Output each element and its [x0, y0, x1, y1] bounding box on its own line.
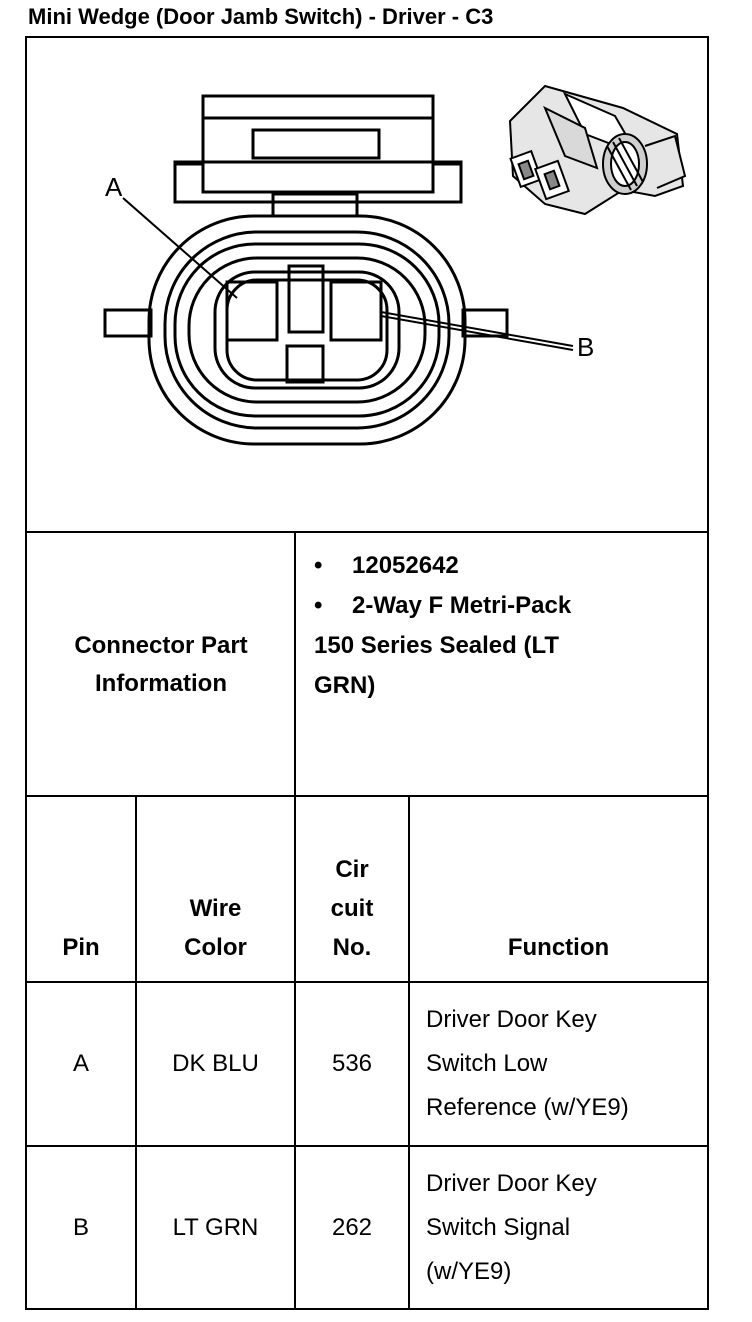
bullet-icon: •: [314, 552, 323, 579]
header-circuit-no: Cir cuit No.: [330, 856, 374, 961]
header-pin: Pin: [62, 934, 100, 961]
header-function: Function: [507, 934, 610, 961]
description-line3: GRN): [314, 672, 376, 699]
connector-info-label-line1: Connector Part: [74, 632, 248, 659]
divider-col-3: [408, 796, 410, 1310]
callout-a-leader: [122, 197, 238, 299]
callout-a-label: A: [105, 172, 123, 202]
pin-b-cavity: [329, 280, 383, 342]
connector-diagram: A B: [103, 84, 687, 446]
divider-figure: [25, 531, 709, 533]
center-key-bottom: [285, 344, 325, 384]
callout-b-leader: [380, 311, 574, 347]
divider-info: [294, 532, 296, 796]
divider-header: [25, 981, 709, 983]
description-line1: 2-Way F Metri-Pack: [352, 592, 572, 619]
row-a-circuit: 536: [331, 1050, 373, 1077]
divider-col-2: [294, 796, 296, 1310]
description-line2: 150 Series Sealed (LT: [314, 632, 560, 659]
latch-window: [251, 128, 381, 160]
row-b-wire-color: LT GRN: [172, 1213, 259, 1241]
pin-a-cavity: [225, 280, 279, 342]
connector-info-label: Connector Part Information: [27, 534, 295, 796]
row-a-pin: A: [72, 1050, 89, 1077]
connector-info-details: • 12052642 • 2-Way F Metri-Pack 150 Seri…: [314, 546, 704, 706]
part-number-item: • 12052642: [314, 546, 704, 586]
row-b-pin: B: [72, 1213, 89, 1241]
description-item: • 2-Way F Metri-Pack: [314, 586, 704, 626]
connector-latch: [201, 94, 435, 194]
row-b-function: Driver Door Key Switch Signal (w/YE9): [426, 1169, 597, 1285]
divider-row-1: [25, 1145, 709, 1147]
row-a-wire-color: DK BLU: [172, 1050, 259, 1077]
header-wire-color: Wire Color: [184, 895, 247, 961]
part-number: 12052642: [352, 552, 459, 579]
right-tab: [461, 308, 509, 338]
connector-table-frame: [25, 36, 709, 1310]
connector-body-outer: [147, 214, 467, 446]
left-tab: [103, 308, 153, 338]
divider-col-1: [135, 796, 137, 1310]
connector-info-label-line2: Information: [94, 670, 227, 697]
latch-base: [173, 160, 463, 204]
center-key-top: [287, 264, 325, 334]
row-a-function: Driver Door Key Switch Low Reference (w/…: [426, 1006, 629, 1121]
callout-b-label: B: [577, 332, 594, 362]
bullet-icon: •: [314, 592, 323, 619]
page-title: Mini Wedge (Door Jamb Switch) - Driver -…: [28, 4, 494, 29]
row-b-circuit: 262: [331, 1213, 373, 1241]
connector-thumbnail: [508, 84, 687, 216]
divider-info-bottom: [25, 795, 709, 797]
